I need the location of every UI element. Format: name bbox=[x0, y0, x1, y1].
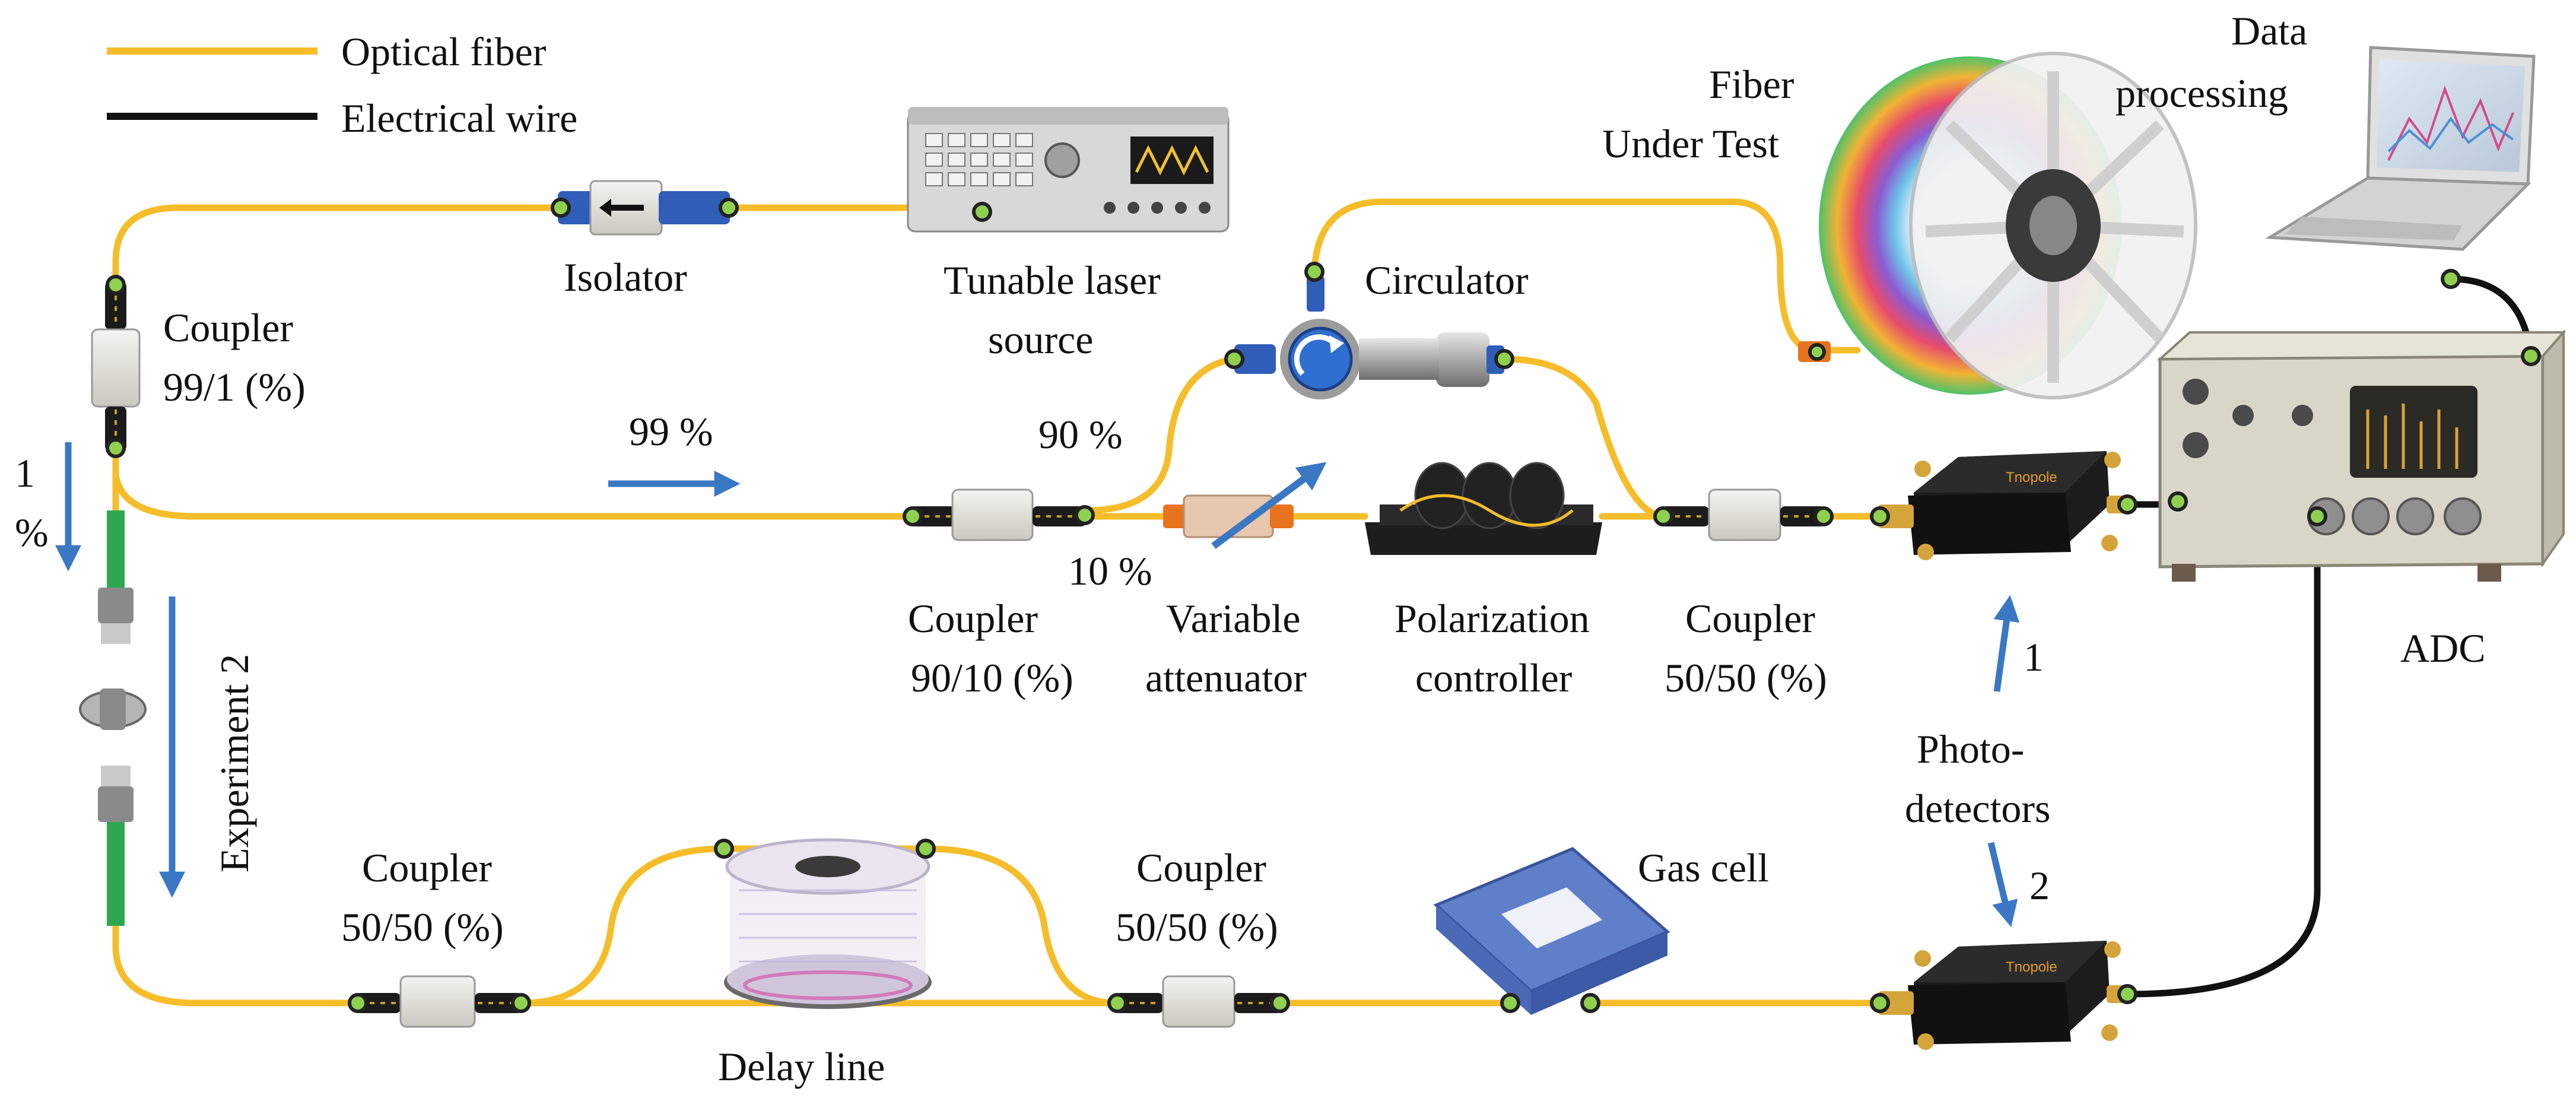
isolator-icon bbox=[551, 180, 739, 236]
coupler-99-1 bbox=[91, 275, 141, 458]
adc-oscilloscope-icon bbox=[2156, 329, 2567, 582]
fut-label-line1: Fiber bbox=[1709, 62, 1794, 107]
fut-label-line2: Under Test bbox=[1602, 121, 1779, 166]
circulator-icon bbox=[1224, 262, 1514, 399]
variable-attenuator-label-line2: attenuator bbox=[1145, 655, 1307, 700]
wire-pd2-to-adc bbox=[2124, 513, 2321, 998]
gas-cell-label: Gas cell bbox=[1638, 845, 1769, 890]
arrow-pd-2 bbox=[1987, 842, 2018, 928]
data-processing-label-line2: processing bbox=[2116, 71, 2288, 116]
tunable-laser-icon bbox=[907, 107, 1230, 233]
adc-label: ADC bbox=[2400, 626, 2486, 671]
fiber-coupler-to-isolator bbox=[112, 204, 561, 291]
coupler-90-10-label-line1: Coupler bbox=[908, 596, 1038, 641]
coupler-99-1-label-line1: Coupler bbox=[163, 305, 293, 350]
fc-connector-icon bbox=[79, 510, 147, 926]
gas-cell-icon bbox=[1433, 847, 1670, 1015]
coupler-90-10-label-line2: 90/10 (%) bbox=[911, 655, 1073, 700]
coupler-50-50-left-label-line1: Coupler bbox=[362, 845, 492, 890]
polarization-controller-icon bbox=[1365, 462, 1602, 555]
pd1-brand: Tnopole bbox=[2006, 469, 2057, 485]
coupler-50-50-mid-label-line1: Coupler bbox=[1136, 845, 1266, 890]
isolator-label: Isolator bbox=[564, 255, 687, 300]
fiber-circulator-to-fut bbox=[1311, 198, 1861, 354]
pct-1-label-line2: % bbox=[15, 510, 49, 555]
pct-1-label-line1: 1 bbox=[15, 450, 35, 496]
coupler-50-50-left bbox=[348, 975, 531, 1028]
pd2-brand: Tnopole bbox=[2006, 959, 2057, 975]
photodetector-icon: Tnopole bbox=[1870, 941, 2137, 1050]
variable-attenuator-icon bbox=[1163, 462, 1327, 549]
fiber-90-to-circulator bbox=[1082, 356, 1238, 514]
photodetectors-label-line1: Photo- bbox=[1917, 726, 2024, 772]
legend-fiber-label: Optical fiber bbox=[341, 29, 547, 74]
arrow-pd-1 bbox=[1993, 595, 2020, 692]
photodetectors-label-line2: detectors bbox=[1905, 786, 2050, 831]
delay-line-label: Delay line bbox=[718, 1044, 885, 1089]
laptop-icon bbox=[2264, 46, 2536, 289]
data-processing-label-line1: Data bbox=[2231, 8, 2307, 53]
legend-wire-label: Electrical wire bbox=[341, 96, 577, 141]
fiber-spool-icon bbox=[1798, 52, 2197, 399]
polarization-controller-label-line2: controller bbox=[1415, 655, 1573, 700]
coupler-50-50-top bbox=[1653, 488, 1834, 541]
coupler-50-50-top-label-line1: Coupler bbox=[1685, 596, 1815, 641]
coupler-90-10 bbox=[903, 488, 1095, 541]
pd-2-label: 2 bbox=[2029, 863, 2050, 908]
fiber-exp2-to-coupler bbox=[112, 922, 360, 1007]
coupler-50-50-mid bbox=[1107, 975, 1290, 1028]
signal-arrows bbox=[55, 442, 2020, 928]
legend: Optical fiber Electrical wire bbox=[107, 29, 577, 141]
pct-90-label: 90 % bbox=[1038, 412, 1123, 457]
coupler-50-50-mid-label-line2: 50/50 (%) bbox=[1116, 905, 1278, 950]
photodetector-icon: Tnopole bbox=[1870, 451, 2137, 560]
delay-line-spool-icon bbox=[714, 838, 936, 1009]
pct-99-label: 99 % bbox=[629, 409, 713, 454]
tunable-laser-label-line1: Tunable laser bbox=[944, 258, 1161, 303]
experiment-2-label: Experiment 2 bbox=[212, 654, 257, 872]
fiber-circulator-to-coupler50 bbox=[1501, 356, 1665, 520]
circulator-label: Circulator bbox=[1365, 258, 1529, 303]
coupler-50-50-left-label-line2: 50/50 (%) bbox=[341, 905, 504, 950]
coupler-99-1-label-line2: 99/1 (%) bbox=[163, 364, 306, 410]
pd-1-label: 1 bbox=[2024, 634, 2044, 680]
fiber-99-branch bbox=[112, 448, 914, 520]
variable-attenuator-label-line1: Variable bbox=[1166, 596, 1301, 641]
pct-10-label: 10 % bbox=[1068, 548, 1152, 594]
tunable-laser-label-line2: source bbox=[988, 317, 1093, 362]
coupler-50-50-top-label-line2: 50/50 (%) bbox=[1665, 655, 1827, 700]
polarization-controller-label-line1: Polarization bbox=[1395, 596, 1590, 641]
